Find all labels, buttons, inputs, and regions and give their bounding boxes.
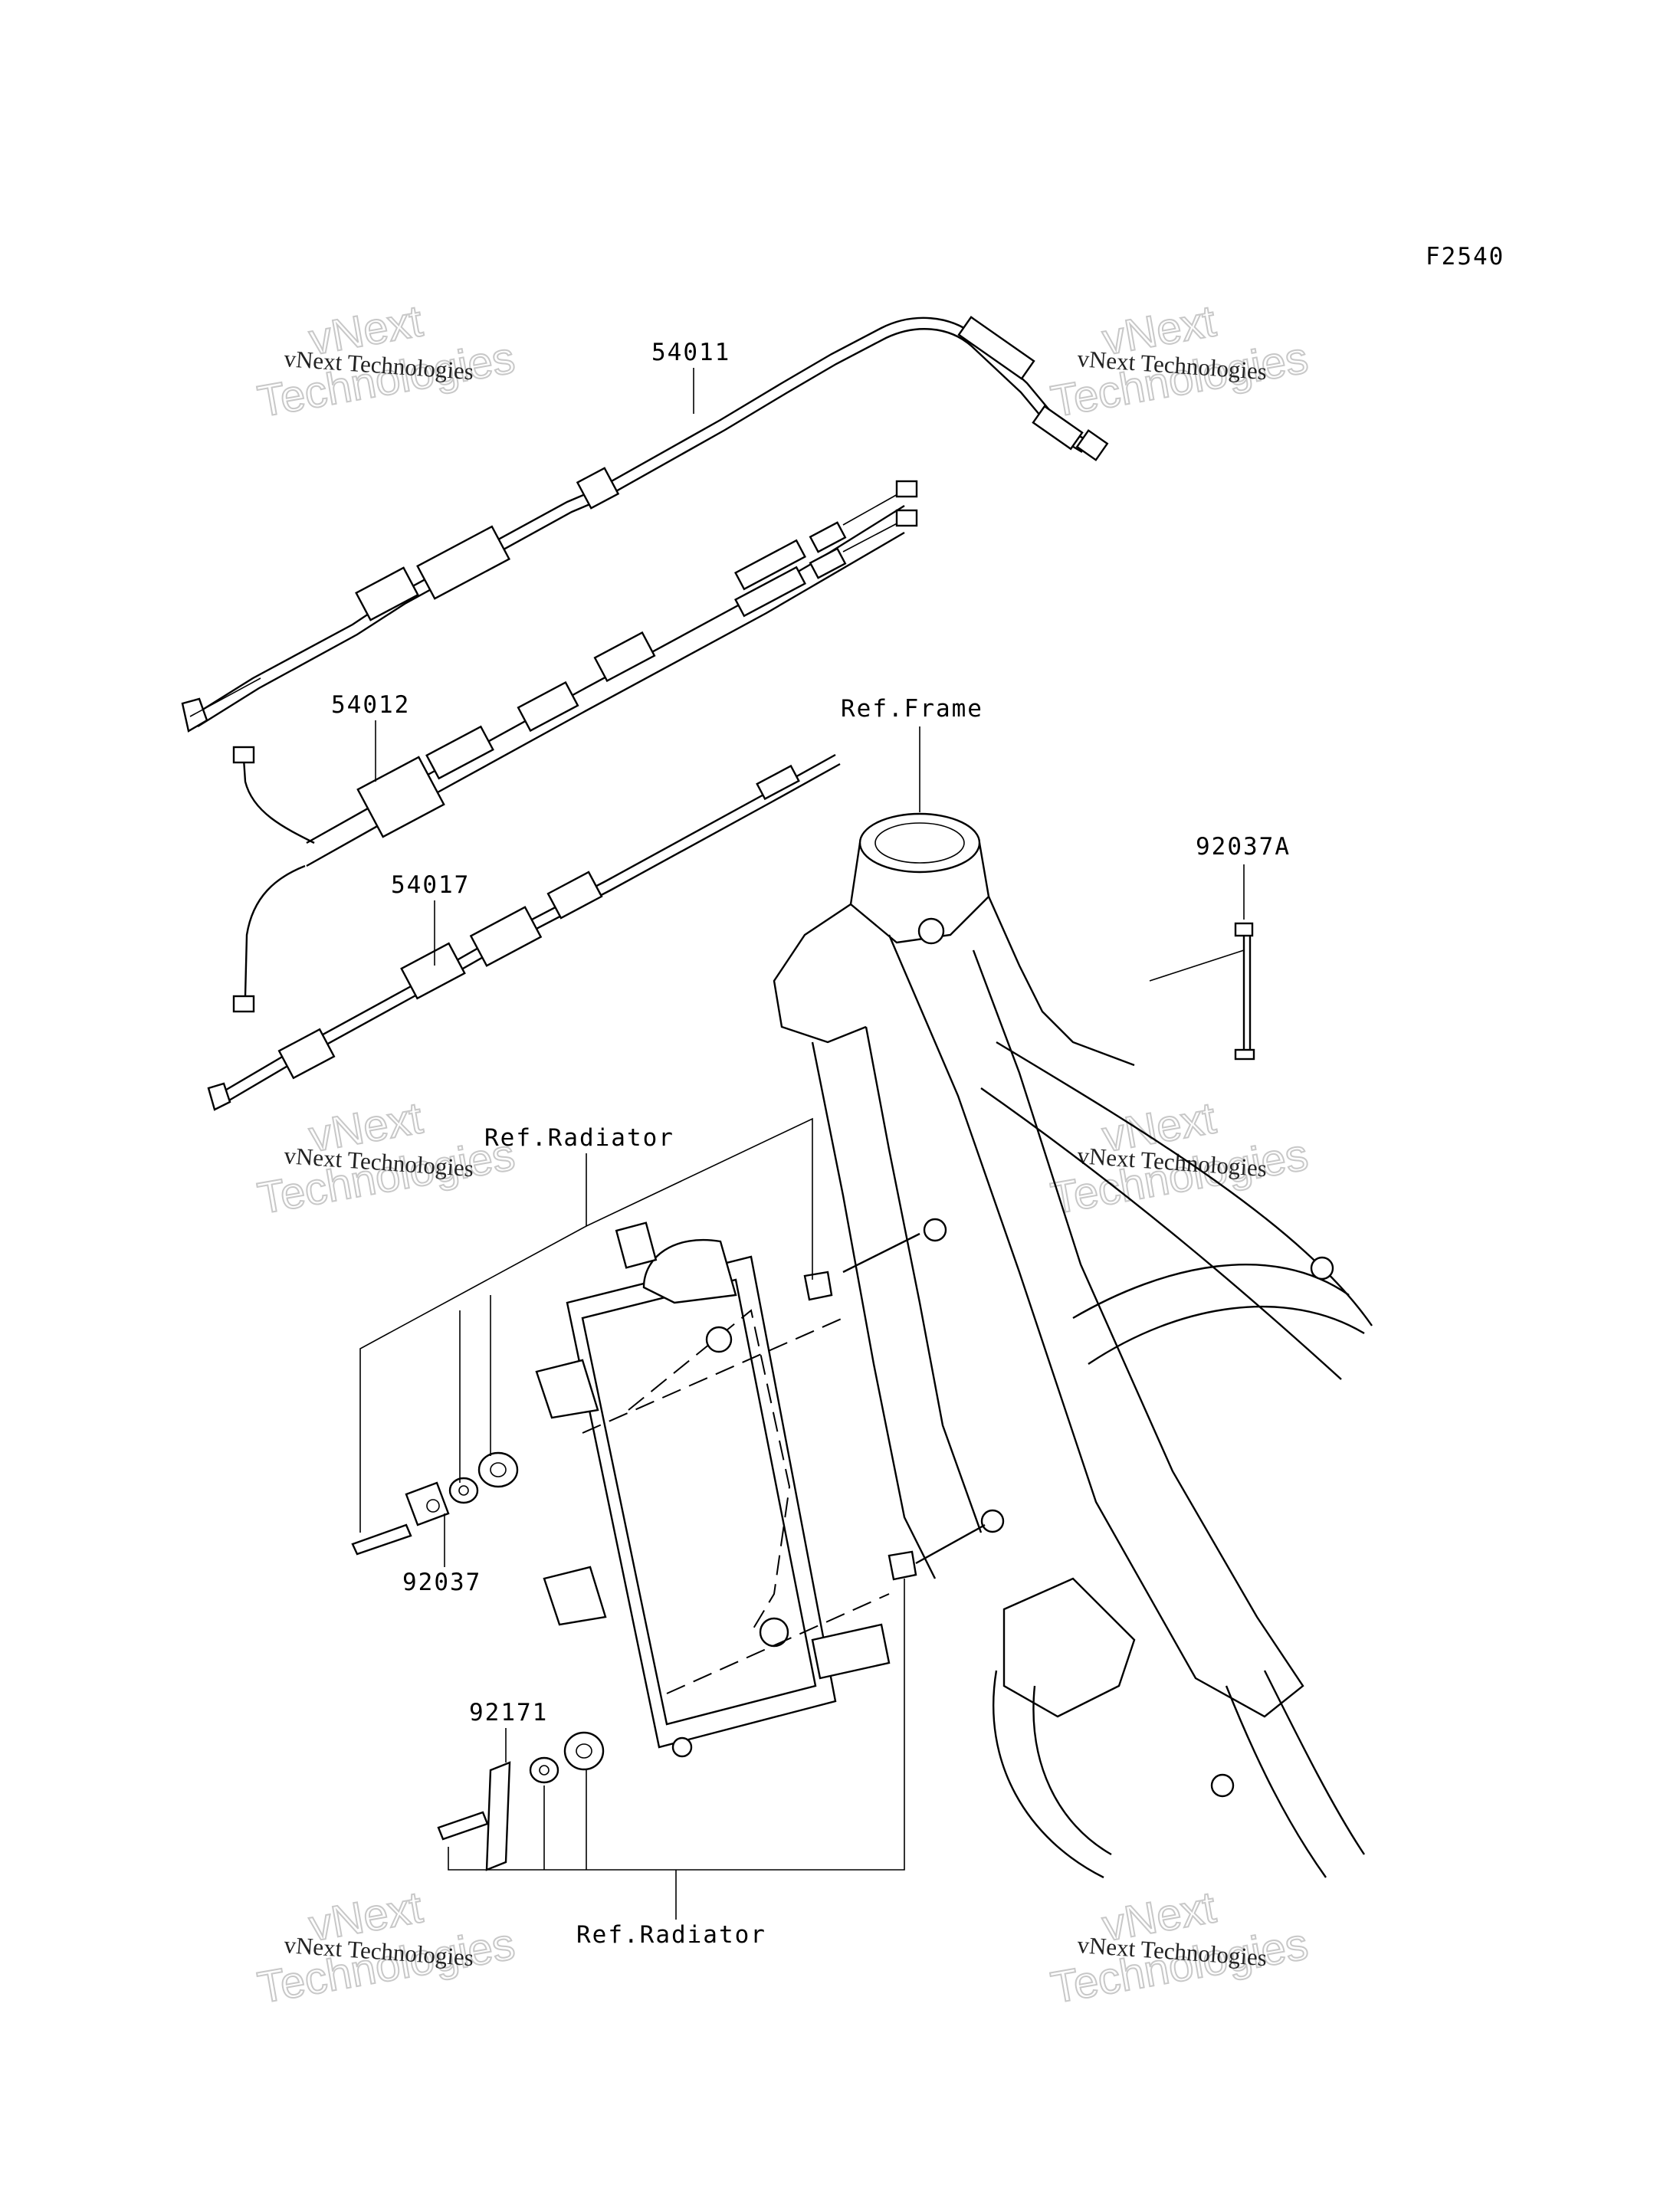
callout-92037: 92037 — [402, 1569, 481, 1596]
callout-ref-radiator-bottom: Ref.Radiator — [576, 1921, 766, 1949]
clamp-92037a — [1234, 922, 1255, 1061]
radiator — [535, 1221, 891, 1758]
figure-code: F2540 — [1426, 243, 1504, 271]
leader-ref-radiator-bottom-b — [448, 1579, 905, 1871]
callout-ref-frame: Ref.Frame — [841, 695, 983, 723]
throttle-cable-54012 — [232, 480, 918, 1013]
frame-assembly — [773, 812, 1373, 1879]
callout-ref-radiator-top: Ref.Radiator — [484, 1124, 674, 1152]
clutch-cable-54017 — [207, 753, 841, 1111]
leader-92037a-frame — [1149, 949, 1245, 982]
leader-ref-radiator-top-b — [359, 1225, 587, 1533]
leader-ref-radiator-top — [586, 1117, 813, 1280]
callout-92171: 92171 — [469, 1699, 548, 1726]
callout-54017: 54017 — [391, 871, 470, 899]
callout-54011: 54011 — [651, 339, 730, 366]
fasteners-top — [351, 1232, 920, 1556]
callout-92037a: 92037A — [1196, 833, 1291, 861]
throttle-cable-54011 — [181, 316, 1109, 733]
fasteners-bottom — [437, 1523, 986, 1871]
callout-54012: 54012 — [331, 691, 410, 719]
